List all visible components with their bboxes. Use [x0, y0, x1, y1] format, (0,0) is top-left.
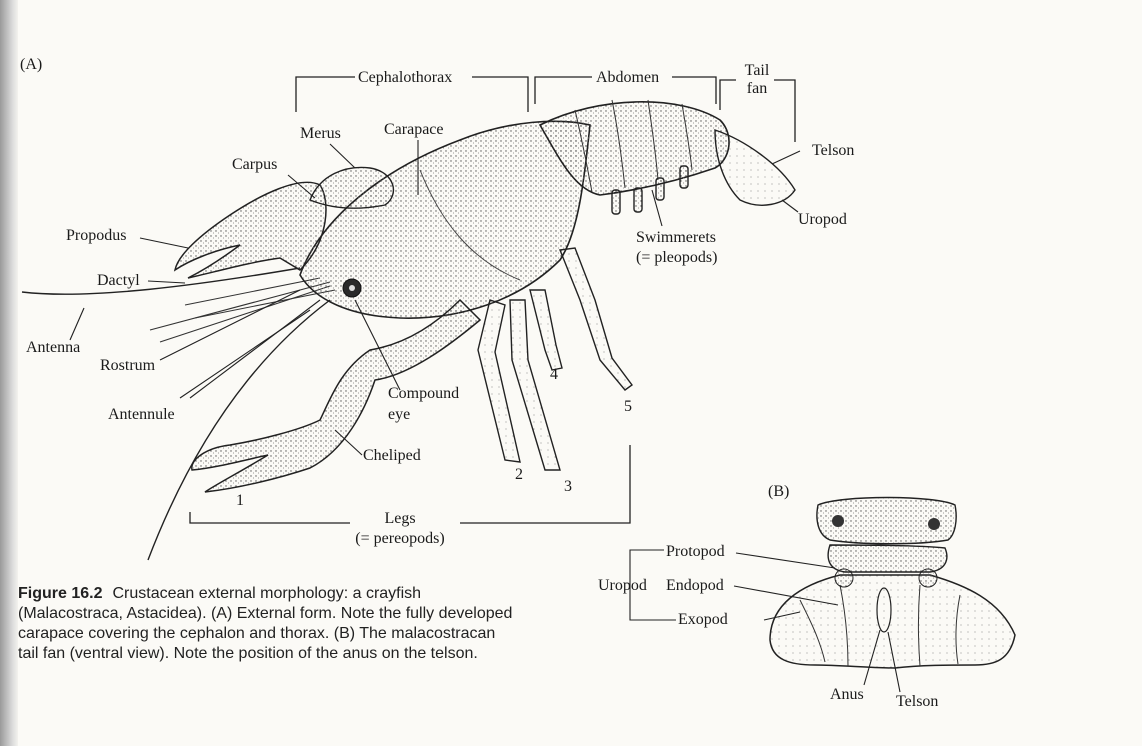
- label-rostrum: Rostrum: [100, 357, 156, 374]
- label-cephalothorax: Cephalothorax: [358, 69, 453, 86]
- label-merus: Merus: [300, 125, 341, 142]
- tail-fan-shape: [714, 129, 796, 206]
- label-carpus: Carpus: [232, 156, 278, 173]
- label-uropod: Uropod: [798, 211, 847, 228]
- antenna-long: [21, 267, 301, 295]
- label-abdomen: Abdomen: [596, 69, 660, 86]
- bracket-abdomen: [534, 76, 717, 104]
- label-tail-fan-line2: fan: [746, 80, 768, 97]
- label-uropod-b: Uropod: [598, 577, 647, 594]
- panel-b-label: (B): [768, 483, 790, 500]
- label-leg-5: 5: [624, 398, 632, 415]
- label-exopod: Exopod: [678, 611, 728, 628]
- label-compound-eye-line1: Compound: [388, 385, 460, 402]
- antenna-flagellum: [147, 299, 331, 561]
- panel-a-label: (A): [20, 56, 43, 73]
- label-anus: Anus: [830, 686, 864, 703]
- protopod-block: [816, 496, 957, 545]
- bracket-cephalothorax: [295, 76, 529, 112]
- page-gutter-shadow: [0, 0, 18, 746]
- leader-lines-b: [629, 549, 901, 693]
- label-swimmerets-line2: (= pleopods): [636, 249, 718, 266]
- label-antennule: Antennule: [108, 406, 175, 423]
- label-antenna: Antenna: [26, 339, 81, 356]
- label-carapace: Carapace: [384, 121, 444, 138]
- walking-legs-shape: [477, 247, 633, 471]
- label-legs-line1: Legs: [384, 510, 416, 527]
- caption-text: Crustacean external morphology: a crayfi…: [18, 585, 513, 662]
- tail-fan-ventral-illustration: [769, 496, 1016, 669]
- upper-claw-shape: [173, 181, 327, 279]
- bracket-legs: [189, 445, 631, 524]
- label-telson: Telson: [812, 142, 855, 159]
- label-propodus: Propodus: [66, 227, 127, 244]
- cheliped-shape: [191, 298, 482, 493]
- label-compound-eye-line2: eye: [388, 406, 411, 423]
- figure-number: Figure 16.2: [18, 585, 103, 602]
- merus-carpus-shape: [309, 166, 395, 209]
- leader-lines-a: [69, 140, 801, 456]
- label-telson-b: Telson: [896, 693, 939, 710]
- label-protopod: Protopod: [666, 543, 725, 560]
- label-tail-fan-line1: Tail: [744, 62, 770, 79]
- fan-lobes: [769, 574, 1016, 669]
- label-leg-1: 1: [236, 492, 244, 509]
- bracket-tail-fan: [719, 79, 796, 142]
- label-swimmerets-line1: Swimmerets: [636, 229, 716, 246]
- label-endopod: Endopod: [666, 577, 724, 594]
- label-cheliped: Cheliped: [363, 447, 421, 464]
- label-dactyl: Dactyl: [97, 272, 140, 289]
- swimmerets-shape: [611, 165, 689, 215]
- label-leg-2: 2: [515, 466, 523, 483]
- label-legs-line2: (= pereopods): [355, 530, 445, 547]
- anus-mark: [876, 587, 892, 633]
- label-leg-3: 3: [564, 478, 572, 495]
- label-leg-4: 4: [550, 366, 558, 383]
